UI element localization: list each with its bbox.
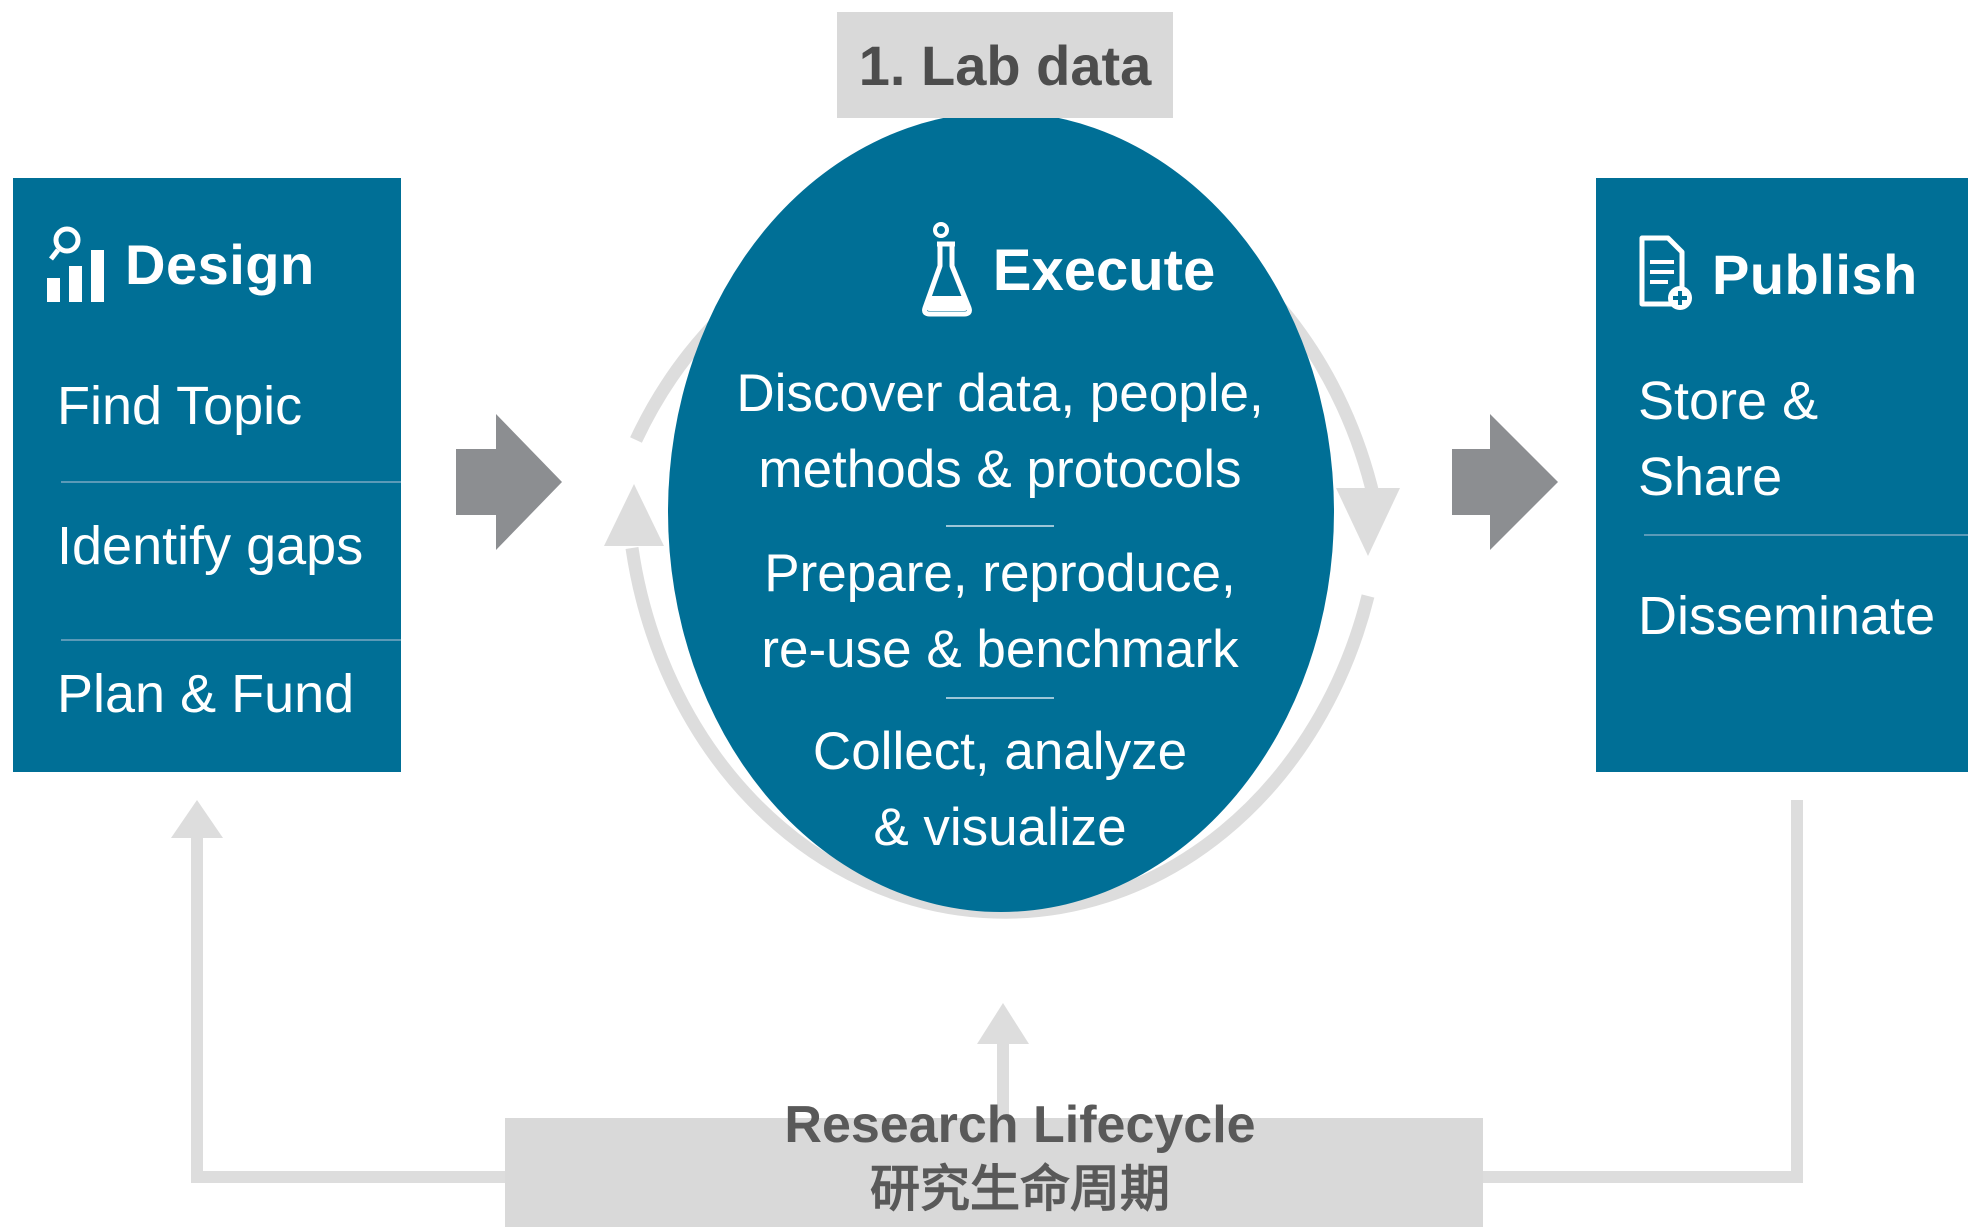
execute-item-prepare-line2: re-use & benchmark	[761, 620, 1239, 679]
execute-divider-2	[946, 697, 1054, 699]
cycle-arrowhead-right	[1336, 488, 1400, 556]
bottom-up-arrowhead	[977, 1003, 1029, 1044]
design-item-find-topic: Find Topic	[57, 376, 303, 436]
publish-item-store-share-line2: Share	[1638, 447, 1783, 507]
execute-item-collect-line2: & visualize	[873, 798, 1127, 857]
execute-item-discover-line2: methods & protocols	[758, 440, 1242, 499]
research-lifecycle-title: Research Lifecycle	[784, 1096, 1256, 1154]
execute-item-collect: Collect, analyze & visualize	[690, 714, 1310, 866]
design-item-plan-fund: Plan & Fund	[57, 664, 355, 724]
execute-item-discover-line1: Discover data, people,	[736, 364, 1264, 423]
flask-icon	[921, 222, 972, 317]
feedback-line-right	[1483, 800, 1803, 1183]
publish-item-store-share-line1: Store &	[1638, 371, 1819, 431]
document-plus-icon	[1639, 235, 1692, 310]
feedback-arrowhead-left	[171, 800, 223, 838]
execute-item-discover: Discover data, people, methods & protoco…	[690, 356, 1310, 508]
cycle-arc-bottom	[625, 547, 1375, 919]
execute-header: Execute	[858, 222, 1278, 318]
design-item-identify-gaps: Identify gaps	[57, 516, 364, 576]
publish-item-disseminate: Disseminate	[1638, 586, 1936, 646]
publish-item-store-share: Store & Share	[1638, 363, 1818, 515]
publish-header: Publish	[1638, 234, 1918, 314]
design-title: Design	[125, 232, 315, 296]
design-divider-2	[61, 639, 401, 641]
research-lifecycle-subtitle: 研究生命周期	[870, 1160, 1170, 1218]
execute-ellipse	[668, 112, 1334, 912]
lab-data-tab: 1. Lab data	[837, 12, 1173, 118]
design-header: Design	[47, 226, 315, 302]
flow-arrow-right	[1452, 414, 1558, 550]
flow-arrow-left	[456, 414, 562, 550]
execute-item-collect-line1: Collect, analyze	[812, 722, 1188, 781]
cycle-arrowhead-left	[604, 484, 664, 546]
magnifier-bar-chart-icon	[47, 226, 104, 302]
execute-item-prepare: Prepare, reproduce, re-use & benchmark	[690, 536, 1310, 688]
execute-item-prepare-line1: Prepare, reproduce,	[764, 544, 1236, 603]
feedback-line-left	[191, 830, 505, 1183]
publish-panel: Publish Store & Share Disseminate	[1596, 178, 1968, 772]
execute-title: Execute	[992, 237, 1216, 303]
design-panel: Design Find Topic Identify gaps Plan & F…	[13, 178, 401, 772]
research-lifecycle-box	[505, 1118, 1483, 1227]
design-divider-1	[61, 481, 401, 483]
publish-title: Publish	[1712, 242, 1918, 306]
publish-divider-1	[1644, 534, 1968, 536]
execute-divider-1	[946, 525, 1054, 527]
